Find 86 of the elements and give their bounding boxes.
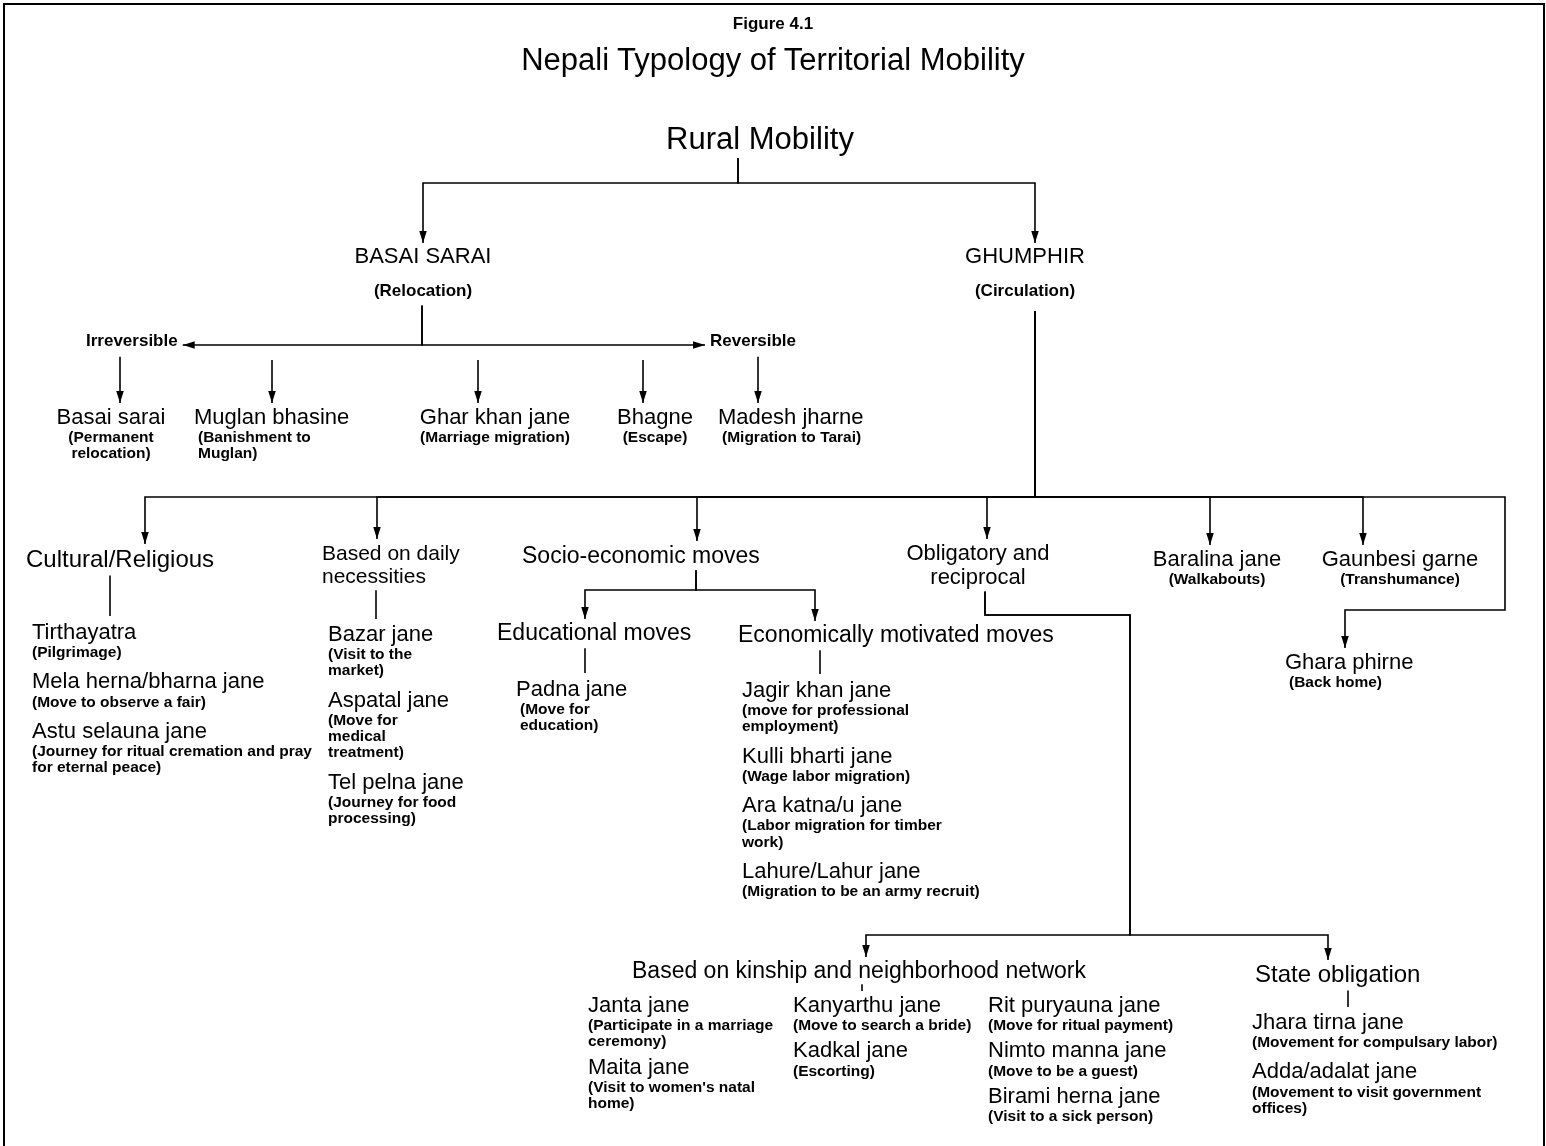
gloss-label: (Migration to Tarai): [722, 429, 862, 446]
term-label: Kanyarthu jane: [793, 993, 942, 1018]
arrow: [695, 569, 819, 622]
term-label: Madesh jharne: [718, 405, 865, 430]
figure-number: Figure 4.1: [731, 14, 815, 34]
connector-line: [584, 647, 586, 674]
term-label: Ghar khan jane: [418, 405, 572, 430]
gloss-label: (Walkabouts): [1167, 571, 1266, 588]
diagram-title: Nepali Typology of Territorial Mobility: [520, 42, 1026, 78]
arrow: [639, 359, 647, 404]
arrow: [474, 359, 482, 404]
gloss-label: (Escape): [622, 429, 688, 446]
term-label: Aspatal jane: [328, 687, 451, 712]
term-label: Bhagne: [616, 405, 694, 430]
connector-line: [861, 983, 863, 992]
term-label: Baralina jane: [1151, 547, 1283, 572]
gloss-label: (Visit to the market): [328, 646, 413, 679]
term-label: Kadkal jane: [793, 1038, 909, 1063]
arrow: [116, 355, 124, 404]
term-label: Lahure/Lahur jane: [742, 858, 922, 884]
gloss-label: (Move to search a bride): [793, 1017, 973, 1034]
gloss-label: (Escorting): [793, 1062, 875, 1079]
term-label: Jagir khan jane: [742, 678, 893, 703]
gloss-label: (Migration to be an army recruit): [742, 883, 981, 900]
connector-line: [819, 649, 821, 675]
gloss-label: (Banishment to Muglan): [198, 429, 312, 462]
term-label: Kulli bharti jane: [742, 743, 894, 768]
gloss-label: (Move for education): [520, 701, 599, 734]
term-label: Jhara tirna jane: [1252, 1010, 1405, 1035]
category-label: Educational moves: [497, 620, 692, 646]
gloss-label: (Visit to a sick person): [988, 1108, 1154, 1125]
gloss-label: (Relocation): [372, 281, 474, 302]
arrow: [268, 359, 276, 404]
term-label: Muglan bhasine: [194, 405, 351, 430]
gloss-label: (Labor migration for timber work): [742, 817, 943, 850]
category-label: Rural Mobility: [620, 122, 900, 157]
term-label: Mela herna/bharna jane: [32, 669, 266, 694]
category-label: GHUMPHIR: [964, 243, 1086, 270]
term-label: Nimto manna jane: [988, 1038, 1168, 1063]
category-label: BASAI SARAI: [353, 243, 493, 270]
category-label: Irreversible: [86, 332, 178, 351]
category-label: Socio-economic moves: [522, 543, 760, 569]
gloss-label: (Circulation): [973, 281, 1077, 302]
category-label: Based on kinship and neighborhood network: [632, 958, 1086, 984]
term-label: Rit puryauna jane: [988, 993, 1162, 1018]
category-label: State obligation: [1255, 961, 1421, 988]
category-label: Cultural/Religious: [26, 546, 215, 573]
connector-line: [375, 589, 377, 620]
category-label: Economically motivated moves: [738, 622, 1054, 648]
category-label: Reversible: [710, 332, 796, 351]
gloss-label: (move for professional employment): [742, 702, 911, 735]
connector-line: [1347, 989, 1349, 1008]
term-label: Birami herna jane: [988, 1083, 1162, 1109]
category-label: Obligatory and reciprocal: [888, 541, 1068, 590]
term-label: Tirthayatra: [32, 620, 138, 645]
gloss-label: (Move for medical treatment): [328, 711, 405, 761]
gloss-label: (Movement for compulsary labor): [1252, 1034, 1499, 1051]
term-label: Astu selauna jane: [32, 718, 208, 744]
term-label: Tel pelna jane: [328, 769, 465, 794]
term-label: Maita jane: [588, 1054, 691, 1079]
term-label: Padna jane: [516, 677, 629, 702]
arrow: [984, 590, 1332, 961]
term-label: Basai sarai: [55, 405, 167, 430]
arrow: [421, 304, 706, 349]
gloss-label: (Back home): [1289, 674, 1383, 691]
gloss-label: (Journey for food processing): [328, 793, 457, 827]
gloss-label: (Movement to visit government offices): [1252, 1083, 1483, 1117]
gloss-label: (Wage labor migration): [742, 767, 912, 785]
gloss-label: (Permanent relocation): [67, 429, 155, 462]
term-label: Ghara phirne: [1285, 650, 1415, 675]
gloss-label: (Visit to women's natal home): [588, 1078, 757, 1112]
term-label: Janta jane: [588, 993, 691, 1018]
term-label: Adda/adalat jane: [1252, 1059, 1419, 1084]
category-label: Based on daily necessities: [322, 541, 512, 588]
term-label: Gaunbesi garne: [1320, 547, 1480, 572]
gloss-label: (Participate in a marriage ceremony): [588, 1017, 775, 1050]
gloss-label: (Move for ritual payment): [988, 1017, 1175, 1034]
connector-line: [109, 574, 111, 617]
gloss-label: (Transhumance): [1339, 571, 1460, 588]
gloss-label: (Marriage migration): [419, 429, 571, 446]
gloss-label: (Move to be a guest): [988, 1062, 1138, 1079]
term-label: Ara katna/u jane: [742, 793, 904, 818]
arrow: [1034, 310, 1506, 649]
gloss-label: (Move to observe a fair): [32, 693, 207, 710]
arrow: [737, 157, 1039, 244]
arrow: [754, 355, 762, 404]
